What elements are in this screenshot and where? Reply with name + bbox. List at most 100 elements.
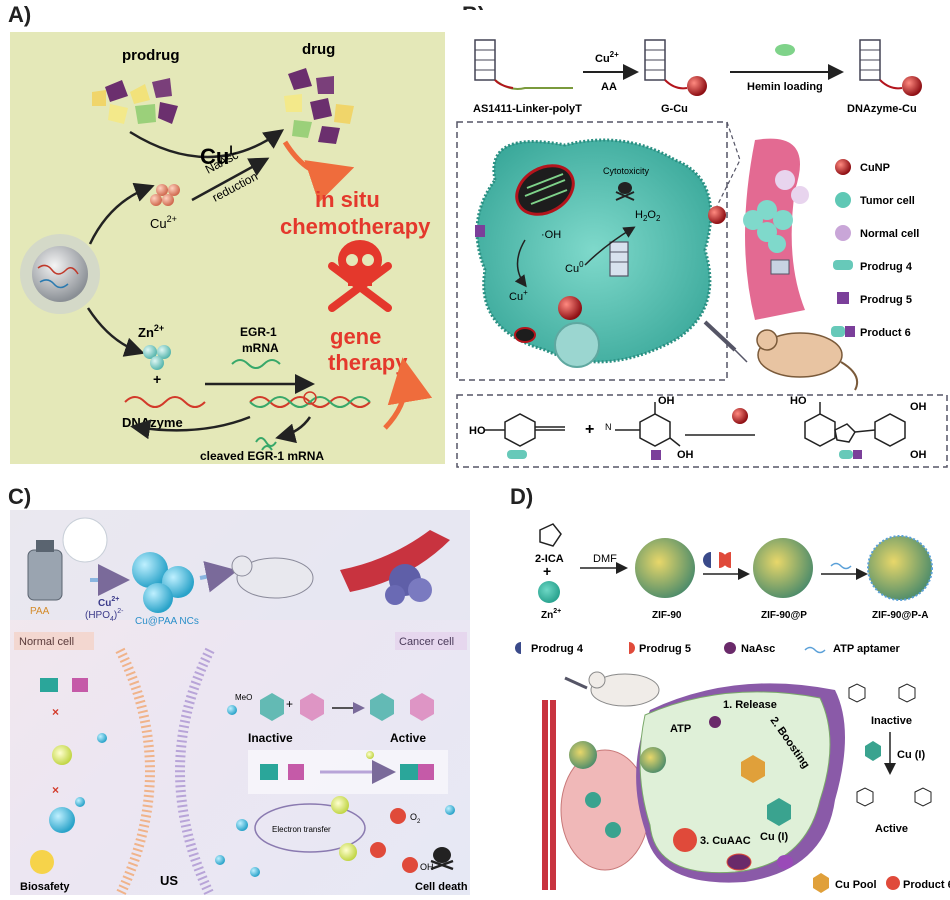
therapy-label: therapy bbox=[328, 350, 408, 375]
drug-label: drug bbox=[302, 41, 335, 58]
cu-i-right-label: Cu (I) bbox=[897, 749, 925, 761]
cu-i-cancer-2 bbox=[339, 843, 357, 861]
dnazyme-label: DNAzyme bbox=[122, 415, 183, 430]
gquad-inside bbox=[609, 241, 629, 277]
hemin-icon bbox=[775, 44, 795, 56]
panel-a: prodrug drug CuI in situ chemotherapy ge… bbox=[10, 32, 445, 464]
panel-d-legend: Prodrug 4 Prodrug 5 NaAsc ATP aptamer bbox=[515, 642, 901, 655]
membrane-cancer bbox=[175, 647, 215, 898]
electron-cycle bbox=[254, 803, 366, 853]
blocked-x-1: × bbox=[52, 705, 59, 719]
cancer-cell-inner bbox=[639, 691, 831, 874]
legend-prodrug4-d-icon bbox=[515, 642, 521, 654]
legend-prodrug4-d: Prodrug 4 bbox=[531, 643, 584, 655]
cu-i-cancer bbox=[331, 796, 349, 814]
chemo-arrow bbox=[282, 140, 355, 203]
cu-i-hexagon-right bbox=[865, 741, 881, 761]
cu-pool-label: Cu Pool bbox=[835, 879, 877, 891]
lung-icon bbox=[560, 749, 650, 871]
cu2-label: Cu2+ bbox=[150, 214, 177, 231]
active-label-d: Active bbox=[875, 823, 908, 835]
zif90-particle bbox=[635, 538, 695, 598]
prodrug-label: prodrug bbox=[122, 47, 180, 64]
skull-icon-d bbox=[777, 855, 793, 869]
green-fragment bbox=[40, 678, 58, 692]
cunp-outside bbox=[708, 206, 726, 224]
g-cu-structure bbox=[644, 39, 707, 96]
h2o2-label: H2O2 bbox=[635, 209, 661, 223]
small-mitochondrion bbox=[514, 327, 536, 343]
o2-bubble bbox=[390, 808, 406, 824]
legend-cunp-icon bbox=[835, 159, 851, 175]
panel-b: AS1411-Linker-polyT Cu2+ AA G-Cu Hemin l… bbox=[455, 10, 950, 470]
panel-b-illustration: AS1411-Linker-polyT Cu2+ AA G-Cu Hemin l… bbox=[456, 39, 948, 468]
legend-product6: Product 6 bbox=[860, 327, 911, 339]
dnazyme-strand bbox=[124, 396, 206, 408]
aptamer-icon-top bbox=[830, 562, 852, 570]
cell-detail-box bbox=[456, 121, 728, 381]
ica-label: 2-ICA bbox=[535, 553, 564, 565]
azide-ring bbox=[260, 693, 284, 721]
zn-label: Zn2+ bbox=[138, 323, 164, 340]
cupaa-label: Cu@PAA NCs bbox=[135, 616, 199, 627]
cu2-label-b: Cu2+ bbox=[595, 50, 619, 65]
as1411-structure bbox=[474, 39, 573, 90]
azide-label: N bbox=[605, 422, 612, 432]
cleaved-fragments bbox=[255, 437, 277, 451]
dnazyme-cu-structure bbox=[859, 39, 922, 96]
electron-transfer-label: Electron transfer bbox=[272, 825, 331, 834]
smiley-icon bbox=[30, 850, 54, 874]
prodrug4-tag bbox=[507, 450, 527, 459]
panel-c-label: C) bbox=[8, 484, 32, 509]
drug-shapes bbox=[284, 68, 354, 144]
product-ring-a bbox=[370, 693, 394, 721]
mrna-strand bbox=[231, 359, 281, 369]
legend-normal-icon bbox=[835, 225, 851, 241]
ica-structure bbox=[539, 523, 562, 547]
legend-tumor: Tumor cell bbox=[860, 195, 915, 207]
legend-prodrug5-icon bbox=[837, 292, 849, 304]
cu-i-label-d: Cu (I) bbox=[760, 831, 788, 843]
prodrug5-marker bbox=[475, 225, 485, 237]
cleave-arrow bbox=[275, 416, 312, 444]
cleaved-label: cleaved EGR-1 mRNA bbox=[200, 449, 324, 463]
inactive-label: Inactive bbox=[248, 731, 293, 745]
inactive-label-d: Inactive bbox=[871, 715, 912, 727]
legend-naasc: NaAsc bbox=[741, 643, 775, 655]
cu-plus-label: Cu+ bbox=[509, 288, 528, 303]
legend-prodrug5: Prodrug 5 bbox=[860, 294, 912, 306]
arrow-to-zn bbox=[86, 307, 145, 357]
reaction-scheme bbox=[485, 402, 906, 447]
oh-label-c: OH bbox=[420, 862, 434, 872]
react-ring-1 bbox=[848, 683, 866, 703]
in-situ-label: in situ bbox=[315, 187, 380, 212]
release-label: 1. Release bbox=[723, 699, 777, 711]
legend-prodrug5-d: Prodrug 5 bbox=[639, 643, 691, 655]
us-label: US bbox=[160, 873, 178, 888]
syringe-d bbox=[564, 676, 588, 690]
cu-pool-in-cell bbox=[741, 755, 765, 783]
legend-naasc-icon bbox=[724, 642, 736, 654]
hpo4-label: (HPO4)2- bbox=[85, 608, 124, 623]
cancer-cell-label: Cancer cell bbox=[399, 636, 454, 648]
aa-label: AA bbox=[601, 81, 617, 93]
panel-d: 2-ICA + Zn2+ DMF ZIF-90 ZIF-90@P ZIF-90@… bbox=[505, 510, 950, 895]
oh-bottom: OH bbox=[677, 449, 694, 461]
reaction-box bbox=[456, 394, 948, 468]
loading-icons bbox=[703, 552, 731, 568]
plus-c: + bbox=[286, 697, 293, 711]
cytotoxicity-label: Cytotoxicity bbox=[603, 166, 650, 176]
oh-product-bottom: OH bbox=[910, 449, 927, 461]
product-ring-b bbox=[410, 693, 434, 721]
legend-prodrug4: Prodrug 4 bbox=[860, 261, 913, 273]
zif90p-label: ZIF-90@P bbox=[761, 610, 807, 621]
legend-aptamer-icon bbox=[804, 646, 826, 654]
as1411-label: AS1411-Linker-polyT bbox=[473, 103, 582, 115]
recycle-arrow bbox=[130, 415, 251, 440]
plus-b: + bbox=[585, 421, 594, 438]
panel-c: PAA Cu2+ (HPO4)2- Cu@PAA NCs Normal cell… bbox=[10, 510, 470, 898]
zif90p-particle bbox=[753, 538, 813, 598]
dnazyme-cu-label: DNAzyme-Cu bbox=[847, 103, 917, 115]
meo-label: MeO bbox=[235, 693, 252, 702]
vesicle bbox=[554, 322, 600, 368]
